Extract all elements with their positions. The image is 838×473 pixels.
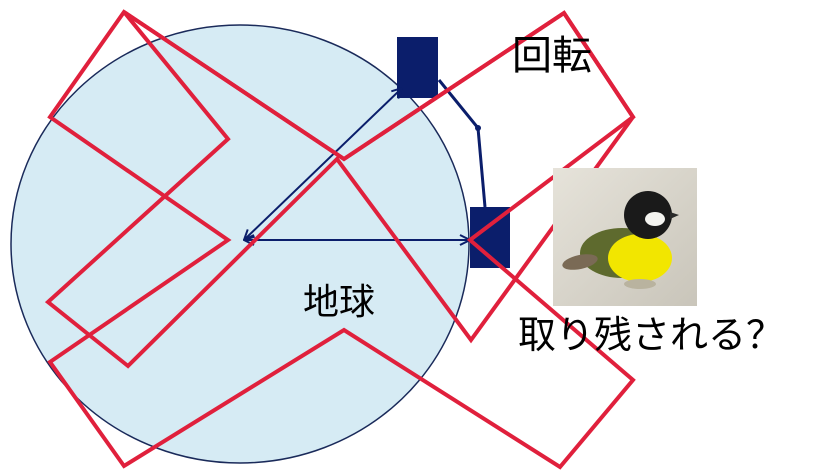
rotation-path-joint: [475, 125, 481, 131]
observer-top: [397, 37, 438, 98]
left-behind-label: 取り残される？: [518, 313, 785, 357]
bird-cheek: [645, 212, 665, 226]
bird-belly: [608, 234, 672, 282]
bird-feet: [624, 279, 656, 289]
bird-photo: [553, 168, 697, 306]
earth-label: 地球: [303, 282, 376, 323]
arrow-center-to-top: [244, 88, 402, 240]
rotation-label: 回転: [512, 33, 592, 79]
bird-tail: [562, 254, 598, 270]
bird-beak: [670, 212, 679, 219]
red-x-upper: [47, 9, 636, 470]
